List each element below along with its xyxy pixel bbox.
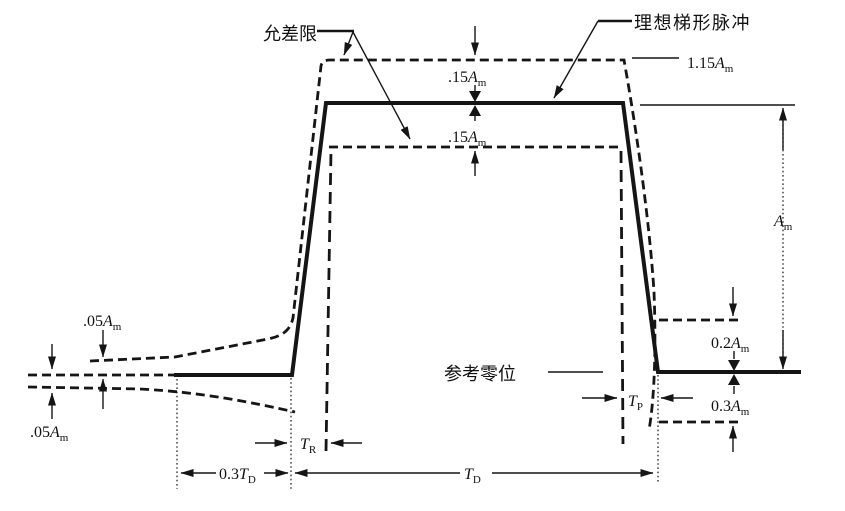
pinch-arrow-base-up xyxy=(728,374,740,385)
label-ideal-pulse: 理想梯形脉冲 xyxy=(634,13,751,34)
tolerance-leader-arrow-long xyxy=(352,31,411,140)
label-tp: TP xyxy=(628,393,643,413)
diagram-labels: 允差限 理想梯形脉冲 参考零位 1.15Am .15Am .15Am Am 0.… xyxy=(30,13,793,486)
label-05am-lower: .05Am xyxy=(30,424,69,444)
ideal-pulse-leader-arrow xyxy=(553,20,599,99)
label-02am: 0.2Am xyxy=(711,335,750,355)
pinch-arrow-base-down xyxy=(728,360,740,371)
inner-tolerance-falling-edge xyxy=(619,150,625,445)
ideal-pulse-waveform xyxy=(174,101,801,377)
lower-left-tolerance-bound xyxy=(27,385,296,414)
label-am: Am xyxy=(773,213,793,233)
label-03td: 0.3TD xyxy=(219,466,256,486)
inner-tolerance-rising-edge xyxy=(324,149,333,452)
label-03am: 0.3Am xyxy=(711,398,750,418)
label-15am-lower: .15Am xyxy=(448,129,487,149)
label-115am: 1.15Am xyxy=(687,55,734,75)
label-td: TD xyxy=(464,466,481,486)
construction-lines xyxy=(176,19,795,489)
label-reference-zero: 参考零位 xyxy=(444,364,516,385)
label-tr: TR xyxy=(300,436,317,456)
tolerance-leader-arrow-short xyxy=(343,31,354,56)
pinch-arrow-top-down xyxy=(469,91,481,102)
label-tolerance-limit: 允差限 xyxy=(263,24,317,45)
dimension-arrows xyxy=(48,20,787,477)
label-15am-upper: .15Am xyxy=(448,69,487,89)
pinch-arrow-top-up xyxy=(469,105,481,116)
label-05am-upper: .05Am xyxy=(83,313,122,333)
